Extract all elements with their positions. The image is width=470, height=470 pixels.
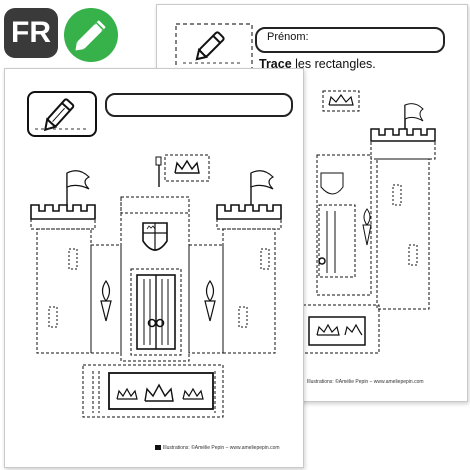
- pencil-icon: [175, 23, 253, 71]
- footer-text: Illustrations: ©Amélie Pepin – www.ameli…: [163, 445, 280, 451]
- instruction-bold: Trace: [259, 57, 292, 71]
- castle-drawing-back: [302, 90, 436, 354]
- castle-drawing: [30, 154, 282, 418]
- name-label: Prénom:: [267, 31, 309, 43]
- footer-credit: Illustrations: ©Amélie Pepin – www.ameli…: [307, 379, 424, 385]
- instruction-rest: les rectangles.: [291, 57, 376, 71]
- pencil-icon: [27, 91, 97, 137]
- pencil-icon: [75, 20, 106, 51]
- editable-badge: [64, 8, 118, 62]
- worksheet-front: Illustrations: ©Amélie Pepin – www.ameli…: [4, 68, 304, 468]
- footer-credit: Illustrations: ©Amélie Pepin – www.ameli…: [155, 445, 280, 451]
- language-badge: FR: [4, 8, 58, 58]
- image-icon: [155, 445, 161, 451]
- name-field[interactable]: [105, 93, 293, 117]
- name-field[interactable]: [255, 27, 445, 53]
- instruction-text: Trace les rectangles.: [259, 57, 376, 71]
